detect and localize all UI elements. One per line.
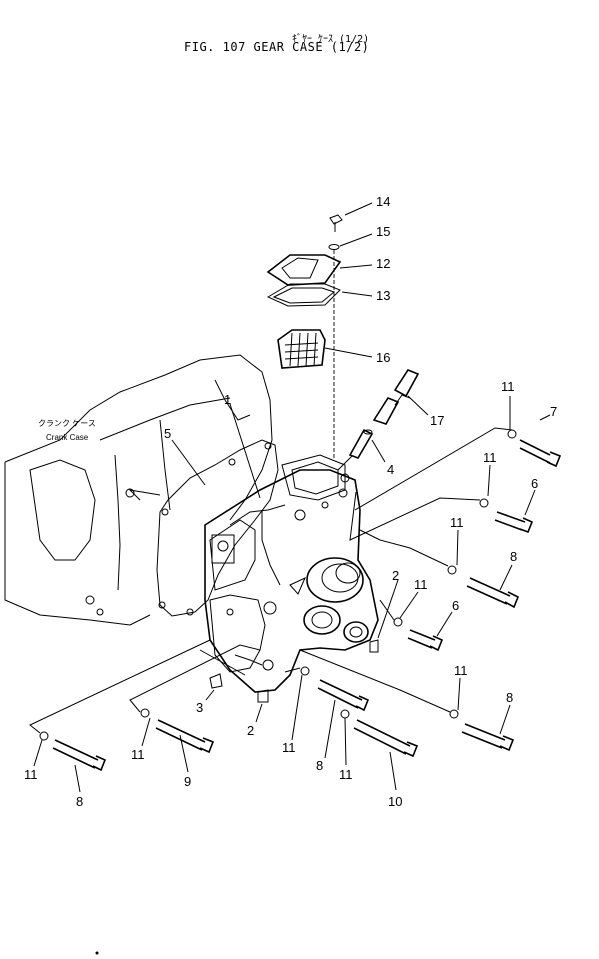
- top-cover-parts: [266, 214, 343, 460]
- callout-8: 8: [316, 758, 323, 773]
- figure-title: FIG. 107 GEAR CASE (1/2): [184, 40, 370, 54]
- stray-dot: [95, 951, 99, 955]
- callout-5: 5: [164, 426, 171, 441]
- callout-numbers: 14 15 12 13 16 17 11 7 4 11 6 1 5 11 8 2…: [24, 194, 557, 809]
- callout-1: 1: [224, 392, 231, 407]
- callout-17: 17: [430, 413, 444, 428]
- callout-8: 8: [76, 794, 83, 809]
- callout-11: 11: [501, 379, 515, 394]
- callout-11: 11: [24, 767, 38, 782]
- callout-11: 11: [282, 740, 296, 755]
- gear-case-body: [204, 454, 379, 693]
- callout-3: 3: [196, 700, 203, 715]
- callout-4: 4: [387, 462, 394, 477]
- callout-15: 15: [376, 224, 390, 239]
- callout-16: 16: [376, 350, 390, 365]
- callout-14: 14: [376, 194, 390, 209]
- leader-lines: [33, 202, 551, 793]
- callout-9: 9: [184, 774, 191, 789]
- callout-6: 6: [452, 598, 459, 613]
- callout-11: 11: [454, 663, 468, 678]
- crank-case-label-jp: クランク ケース: [38, 419, 96, 428]
- figure-title-japanese: ｷﾞﾔｰ ｹｰｽ (1/2): [292, 34, 370, 45]
- callout-11: 11: [339, 767, 353, 782]
- assembly-lines: [29, 427, 513, 734]
- callout-10: 10: [388, 794, 402, 809]
- callout-11: 11: [131, 747, 145, 762]
- callout-11: 11: [450, 515, 464, 530]
- breather-pipes: [337, 369, 420, 471]
- crank-case: [4, 354, 273, 626]
- callout-11: 11: [414, 577, 428, 592]
- callout-6: 6: [531, 476, 538, 491]
- callout-7: 7: [550, 404, 557, 419]
- callout-12: 12: [376, 256, 390, 271]
- crank-case-label: Crank Case: [46, 433, 89, 442]
- callout-13: 13: [376, 288, 390, 303]
- callout-8: 8: [510, 549, 517, 564]
- callout-11: 11: [483, 450, 497, 465]
- callout-2: 2: [392, 568, 399, 583]
- callout-8: 8: [506, 690, 513, 705]
- bolts-and-washers: [39, 429, 562, 772]
- callout-2: 2: [247, 723, 254, 738]
